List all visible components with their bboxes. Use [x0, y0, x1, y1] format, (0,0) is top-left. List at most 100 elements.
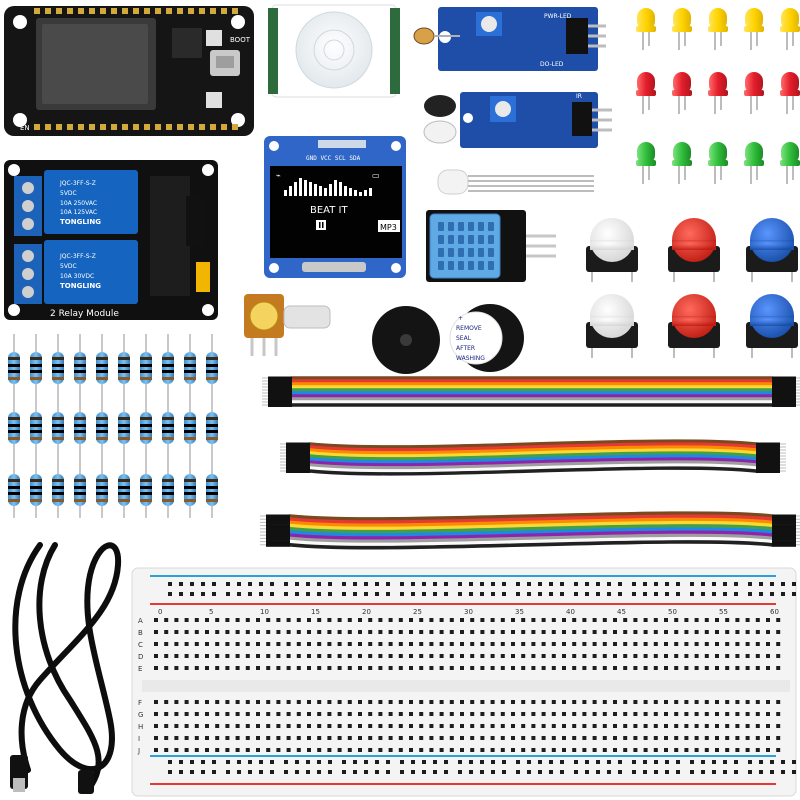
grille-slot — [488, 222, 494, 231]
hole — [735, 748, 740, 752]
rail-hole — [654, 582, 658, 586]
oled-format-label: MP3 — [380, 223, 397, 232]
rail-hole — [295, 770, 299, 774]
hole — [368, 654, 373, 658]
hole — [766, 654, 770, 658]
pin — [34, 8, 40, 14]
rail-hole — [792, 582, 796, 586]
pin — [45, 8, 51, 14]
rail-hole — [295, 760, 299, 764]
rail-hole — [549, 760, 553, 764]
rail-hole — [516, 592, 520, 596]
rail-hole — [458, 592, 462, 596]
hole — [521, 654, 526, 658]
hole — [694, 654, 699, 658]
hole — [704, 748, 709, 752]
hole — [633, 618, 638, 622]
pin — [155, 124, 161, 130]
hole — [562, 666, 566, 670]
breadboard-holes — [154, 582, 796, 774]
hole — [347, 736, 352, 740]
hole — [511, 618, 515, 622]
rail-hole — [502, 592, 506, 596]
eq-bar — [354, 190, 357, 196]
hole — [755, 712, 760, 716]
hole — [347, 700, 352, 704]
rail-hole — [491, 582, 495, 586]
hole — [439, 700, 444, 704]
hole — [745, 642, 750, 646]
hole — [623, 642, 628, 646]
hole — [194, 654, 199, 658]
hole — [776, 748, 781, 752]
hole — [664, 666, 668, 670]
eq-bar — [294, 182, 297, 196]
rail-hole — [317, 592, 321, 596]
pin — [199, 124, 205, 130]
hole — [633, 748, 638, 752]
hole — [347, 712, 352, 716]
relay-1 — [44, 170, 138, 234]
hole — [449, 642, 454, 646]
pin — [34, 124, 40, 130]
hole — [694, 724, 699, 728]
rail-hole — [284, 770, 288, 774]
hole — [337, 736, 342, 740]
hole — [551, 642, 556, 646]
rail-hole — [574, 592, 578, 596]
rail-hole — [353, 760, 357, 764]
rail-hole — [643, 582, 647, 586]
hole — [429, 724, 434, 728]
row-letter: J — [137, 747, 140, 755]
pin — [111, 124, 117, 130]
hole — [358, 642, 362, 646]
hole — [327, 748, 332, 752]
hole — [419, 736, 424, 740]
hole — [776, 654, 781, 658]
hole — [735, 642, 740, 646]
resistor — [184, 394, 196, 456]
hole — [674, 724, 679, 728]
hole — [266, 654, 271, 658]
hole — [388, 666, 393, 670]
hole — [419, 618, 424, 622]
rail-hole — [400, 760, 404, 764]
hole — [766, 712, 770, 716]
rail-hole — [502, 760, 506, 764]
rail-hole — [665, 592, 669, 596]
hole — [755, 630, 760, 634]
rail-hole — [643, 592, 647, 596]
hole — [296, 642, 301, 646]
hole — [235, 618, 240, 622]
grille-slot — [468, 222, 474, 231]
resistor — [140, 334, 152, 396]
hole — [766, 618, 770, 622]
hole — [500, 736, 505, 740]
hole — [633, 666, 638, 670]
hole — [225, 700, 230, 704]
hole — [164, 666, 169, 670]
rail-hole — [306, 592, 310, 596]
hole — [205, 630, 209, 634]
hole — [184, 712, 189, 716]
row-letter: F — [138, 699, 142, 707]
hole — [602, 736, 607, 740]
rail-hole — [386, 770, 390, 774]
hole — [215, 630, 220, 634]
hole — [307, 736, 311, 740]
rail-hole — [317, 770, 321, 774]
hole — [623, 748, 628, 752]
column-number: 20 — [362, 608, 371, 616]
rail-hole — [665, 760, 669, 764]
hole — [337, 700, 342, 704]
hole — [613, 748, 617, 752]
hole — [327, 642, 332, 646]
hole — [460, 666, 464, 670]
resistor — [8, 456, 20, 518]
rail-hole — [607, 760, 611, 764]
rail-hole — [179, 770, 183, 774]
rail-hole — [574, 760, 578, 764]
eq-bar — [359, 192, 362, 196]
hole — [551, 700, 556, 704]
column-number: 30 — [464, 608, 473, 616]
